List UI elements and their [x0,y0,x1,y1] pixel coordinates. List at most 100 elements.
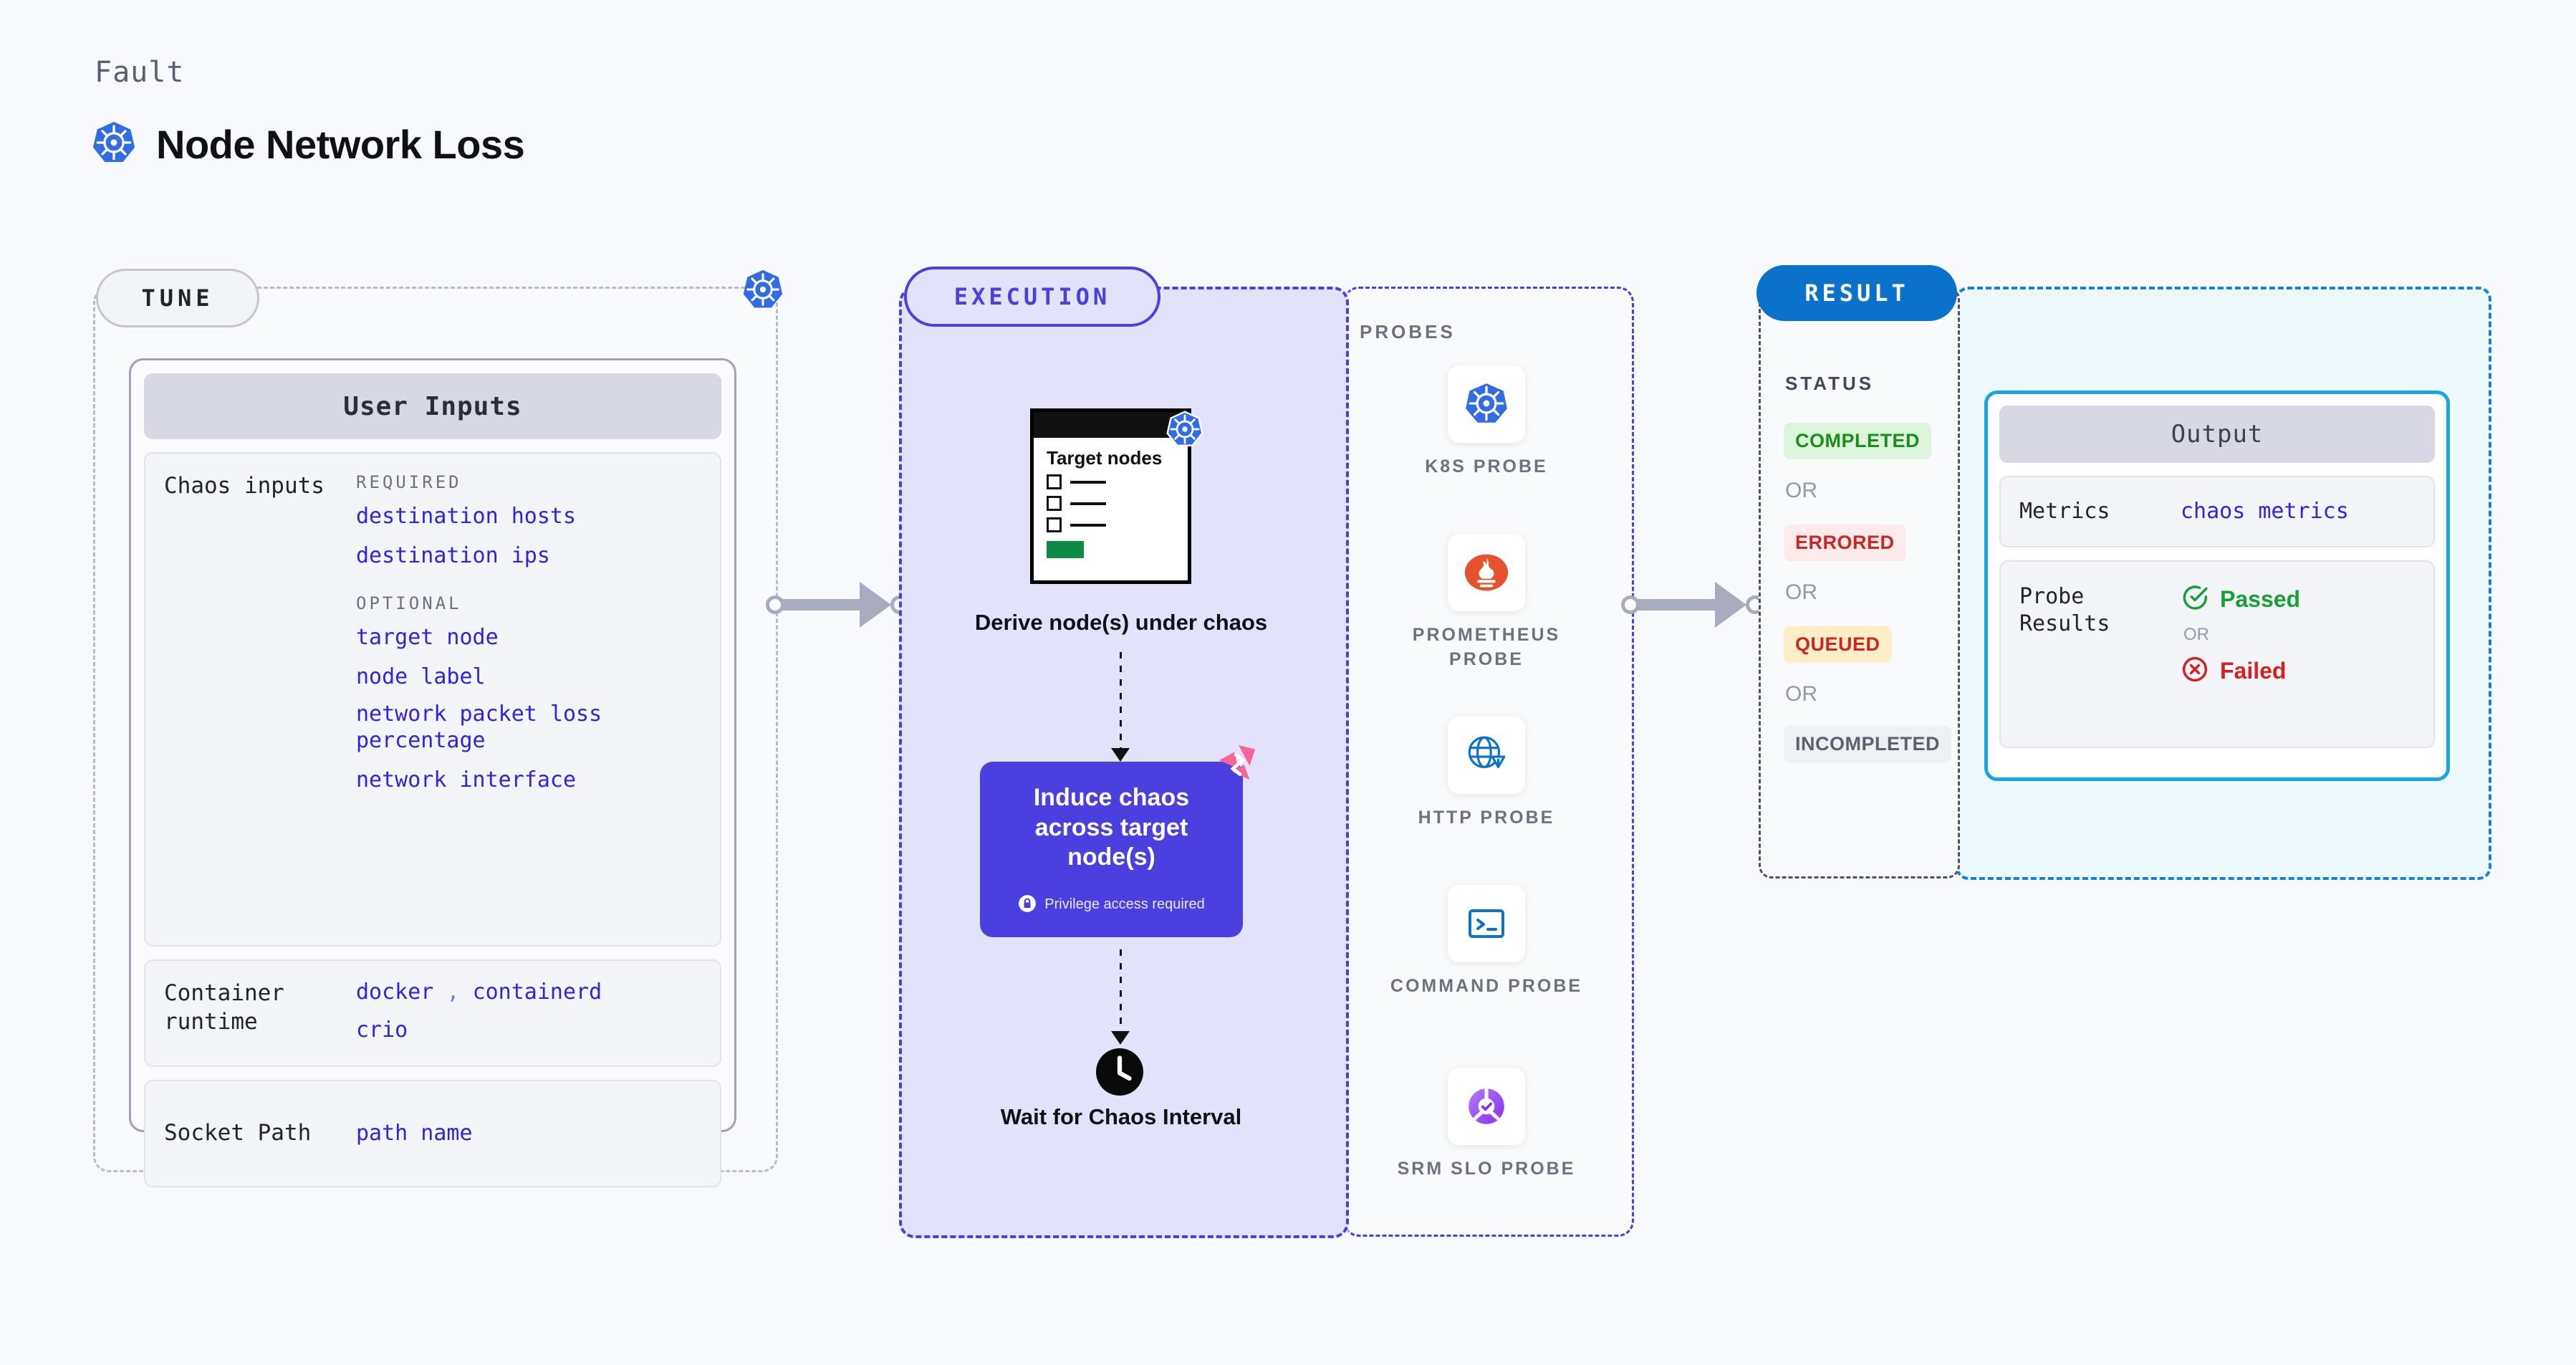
connector-arrowhead [860,582,891,628]
or-separator: OR [1785,479,1817,502]
or-separator: OR [2183,625,2209,644]
probe-srm-slo[interactable]: SRM SLO PROBE [1390,1068,1583,1182]
line-placeholder [1070,523,1106,527]
probe-label: COMMAND PROBE [1390,976,1583,996]
status-badge-queued: QUEUED [1784,626,1892,663]
flow-arrow-head [1111,1031,1130,1045]
terminal-icon [1448,885,1525,962]
optional-group-title: OPTIONAL [356,593,462,614]
probe-k8s[interactable]: K8S PROBE [1390,365,1583,479]
runtime-containerd[interactable]: containerd [472,980,602,1005]
privilege-text: Privilege access required [1044,896,1205,913]
probe-result-passed: Passed [2181,583,2423,615]
input-node-label[interactable]: node label [356,664,486,689]
checklist-item [1047,517,1188,533]
probe-results-label: Probe Results [2019,584,2110,637]
checklist-item [1047,496,1188,512]
wait-interval-caption: Wait for Chaos Interval [1000,1104,1242,1129]
flow-arrow-head [1111,748,1130,762]
x-circle-icon [2181,655,2209,686]
induce-chaos-title: Induce chaos across target node(s) [1033,784,1190,871]
input-destination-ips[interactable]: destination ips [356,542,550,568]
clock-icon [1094,1046,1145,1101]
output-card: Output Metrics chaos metrics Probe Resul… [1984,391,2450,781]
probe-label: HTTP PROBE [1418,808,1555,828]
probe-prometheus[interactable]: PROMETHEUS PROBE [1390,534,1583,672]
socket-path-value[interactable]: path name [356,1120,473,1146]
probe-http[interactable]: HTTP PROBE [1390,717,1583,830]
chaos-inputs-label: Chaos inputs [164,473,325,499]
litmus-chaos-icon [1215,741,1259,788]
metrics-label: Metrics [2019,498,2110,524]
input-target-node[interactable]: target node [356,625,499,651]
status-badge-completed: COMPLETED [1784,423,1932,459]
container-runtime-label: Container runtime [164,980,284,1035]
chaos-inputs-row: Chaos inputs REQUIRED destination hosts … [144,452,721,947]
status-badge-incompleted: INCOMPLETED [1784,726,1952,762]
passed-label: Passed [2220,585,2301,612]
target-nodes-card: Target nodes [1030,408,1191,584]
probes-title: PROBES [1360,321,1456,343]
target-nodes-title: Target nodes [1047,447,1163,469]
or-separator: OR [1785,682,1817,706]
check-circle-icon [2181,583,2209,615]
green-progress-bar [1047,541,1084,559]
flow-arrow-line [1120,652,1122,752]
runtime-docker[interactable]: docker [356,980,434,1005]
line-placeholder [1070,480,1106,484]
input-network-interface[interactable]: network interface [356,767,577,792]
input-network-packet-loss-percentage[interactable]: network packet loss percentage [356,701,602,753]
globe-warning-icon [1448,717,1525,794]
or-separator: OR [1785,580,1817,604]
probe-results-row: Probe Results Passed OR Failed [1999,560,2435,748]
kubernetes-icon [742,269,784,313]
runtime-crio[interactable]: crio [356,1017,408,1043]
required-group-title: REQUIRED [356,472,462,492]
line-placeholder [1070,502,1106,505]
card-titlebar [1034,412,1188,438]
probe-label: PROMETHEUS PROBE [1412,625,1561,669]
status-title: STATUS [1785,373,1875,394]
probe-label: SRM SLO PROBE [1397,1159,1576,1179]
input-destination-hosts[interactable]: destination hosts [356,504,577,529]
connector-arrowhead [1715,582,1746,628]
kubernetes-icon [1448,365,1525,443]
status-badge-errored: ERRORED [1784,525,1906,561]
page-title: Node Network Loss [156,121,525,167]
probe-label: K8S PROBE [1425,456,1548,476]
output-header: Output [1999,406,2435,463]
container-runtime-row: Container runtime docker , containerd cr… [144,959,721,1067]
metrics-value[interactable]: chaos metrics [2181,498,2349,524]
execution-pill[interactable]: EXECUTION [904,267,1160,327]
fault-eyebrow-label: Fault [95,56,185,89]
checklist-item [1047,474,1188,490]
kubernetes-icon [1166,411,1203,451]
derive-nodes-caption: Derive node(s) under chaos [974,610,1268,635]
tune-pill[interactable]: TUNE [96,269,259,327]
checkbox-icon [1047,474,1062,490]
failed-label: Failed [2220,657,2287,684]
kubernetes-icon [92,120,136,168]
checkbox-icon [1047,496,1062,512]
checkbox-icon [1047,517,1062,533]
user-inputs-header: User Inputs [144,373,721,439]
probe-result-failed: Failed [2181,655,2423,686]
user-inputs-card: User Inputs Chaos inputs REQUIRED destin… [129,358,736,1187]
result-panel [1759,287,1960,878]
probe-command[interactable]: COMMAND PROBE [1390,885,1583,999]
connector-shaft [781,599,870,610]
runtime-separator: , [446,980,460,1005]
container-runtime-values-line1[interactable]: docker , containerd [356,980,710,1006]
privilege-notice: Privilege access required [1018,894,1205,916]
result-pill[interactable]: RESULT [1756,265,1957,321]
lock-icon [1018,894,1037,916]
srm-slo-icon [1448,1068,1525,1145]
socket-path-row: Socket Path path name [144,1080,721,1187]
page-title-row: Node Network Loss [92,120,525,168]
prometheus-icon [1448,534,1525,611]
socket-path-label: Socket Path [164,1120,312,1146]
induce-chaos-box: Induce chaos across target node(s) Privi… [980,762,1243,937]
connector-shaft [1636,599,1726,610]
metrics-row: Metrics chaos metrics [1999,476,2435,547]
flow-arrow-line [1120,949,1122,1035]
